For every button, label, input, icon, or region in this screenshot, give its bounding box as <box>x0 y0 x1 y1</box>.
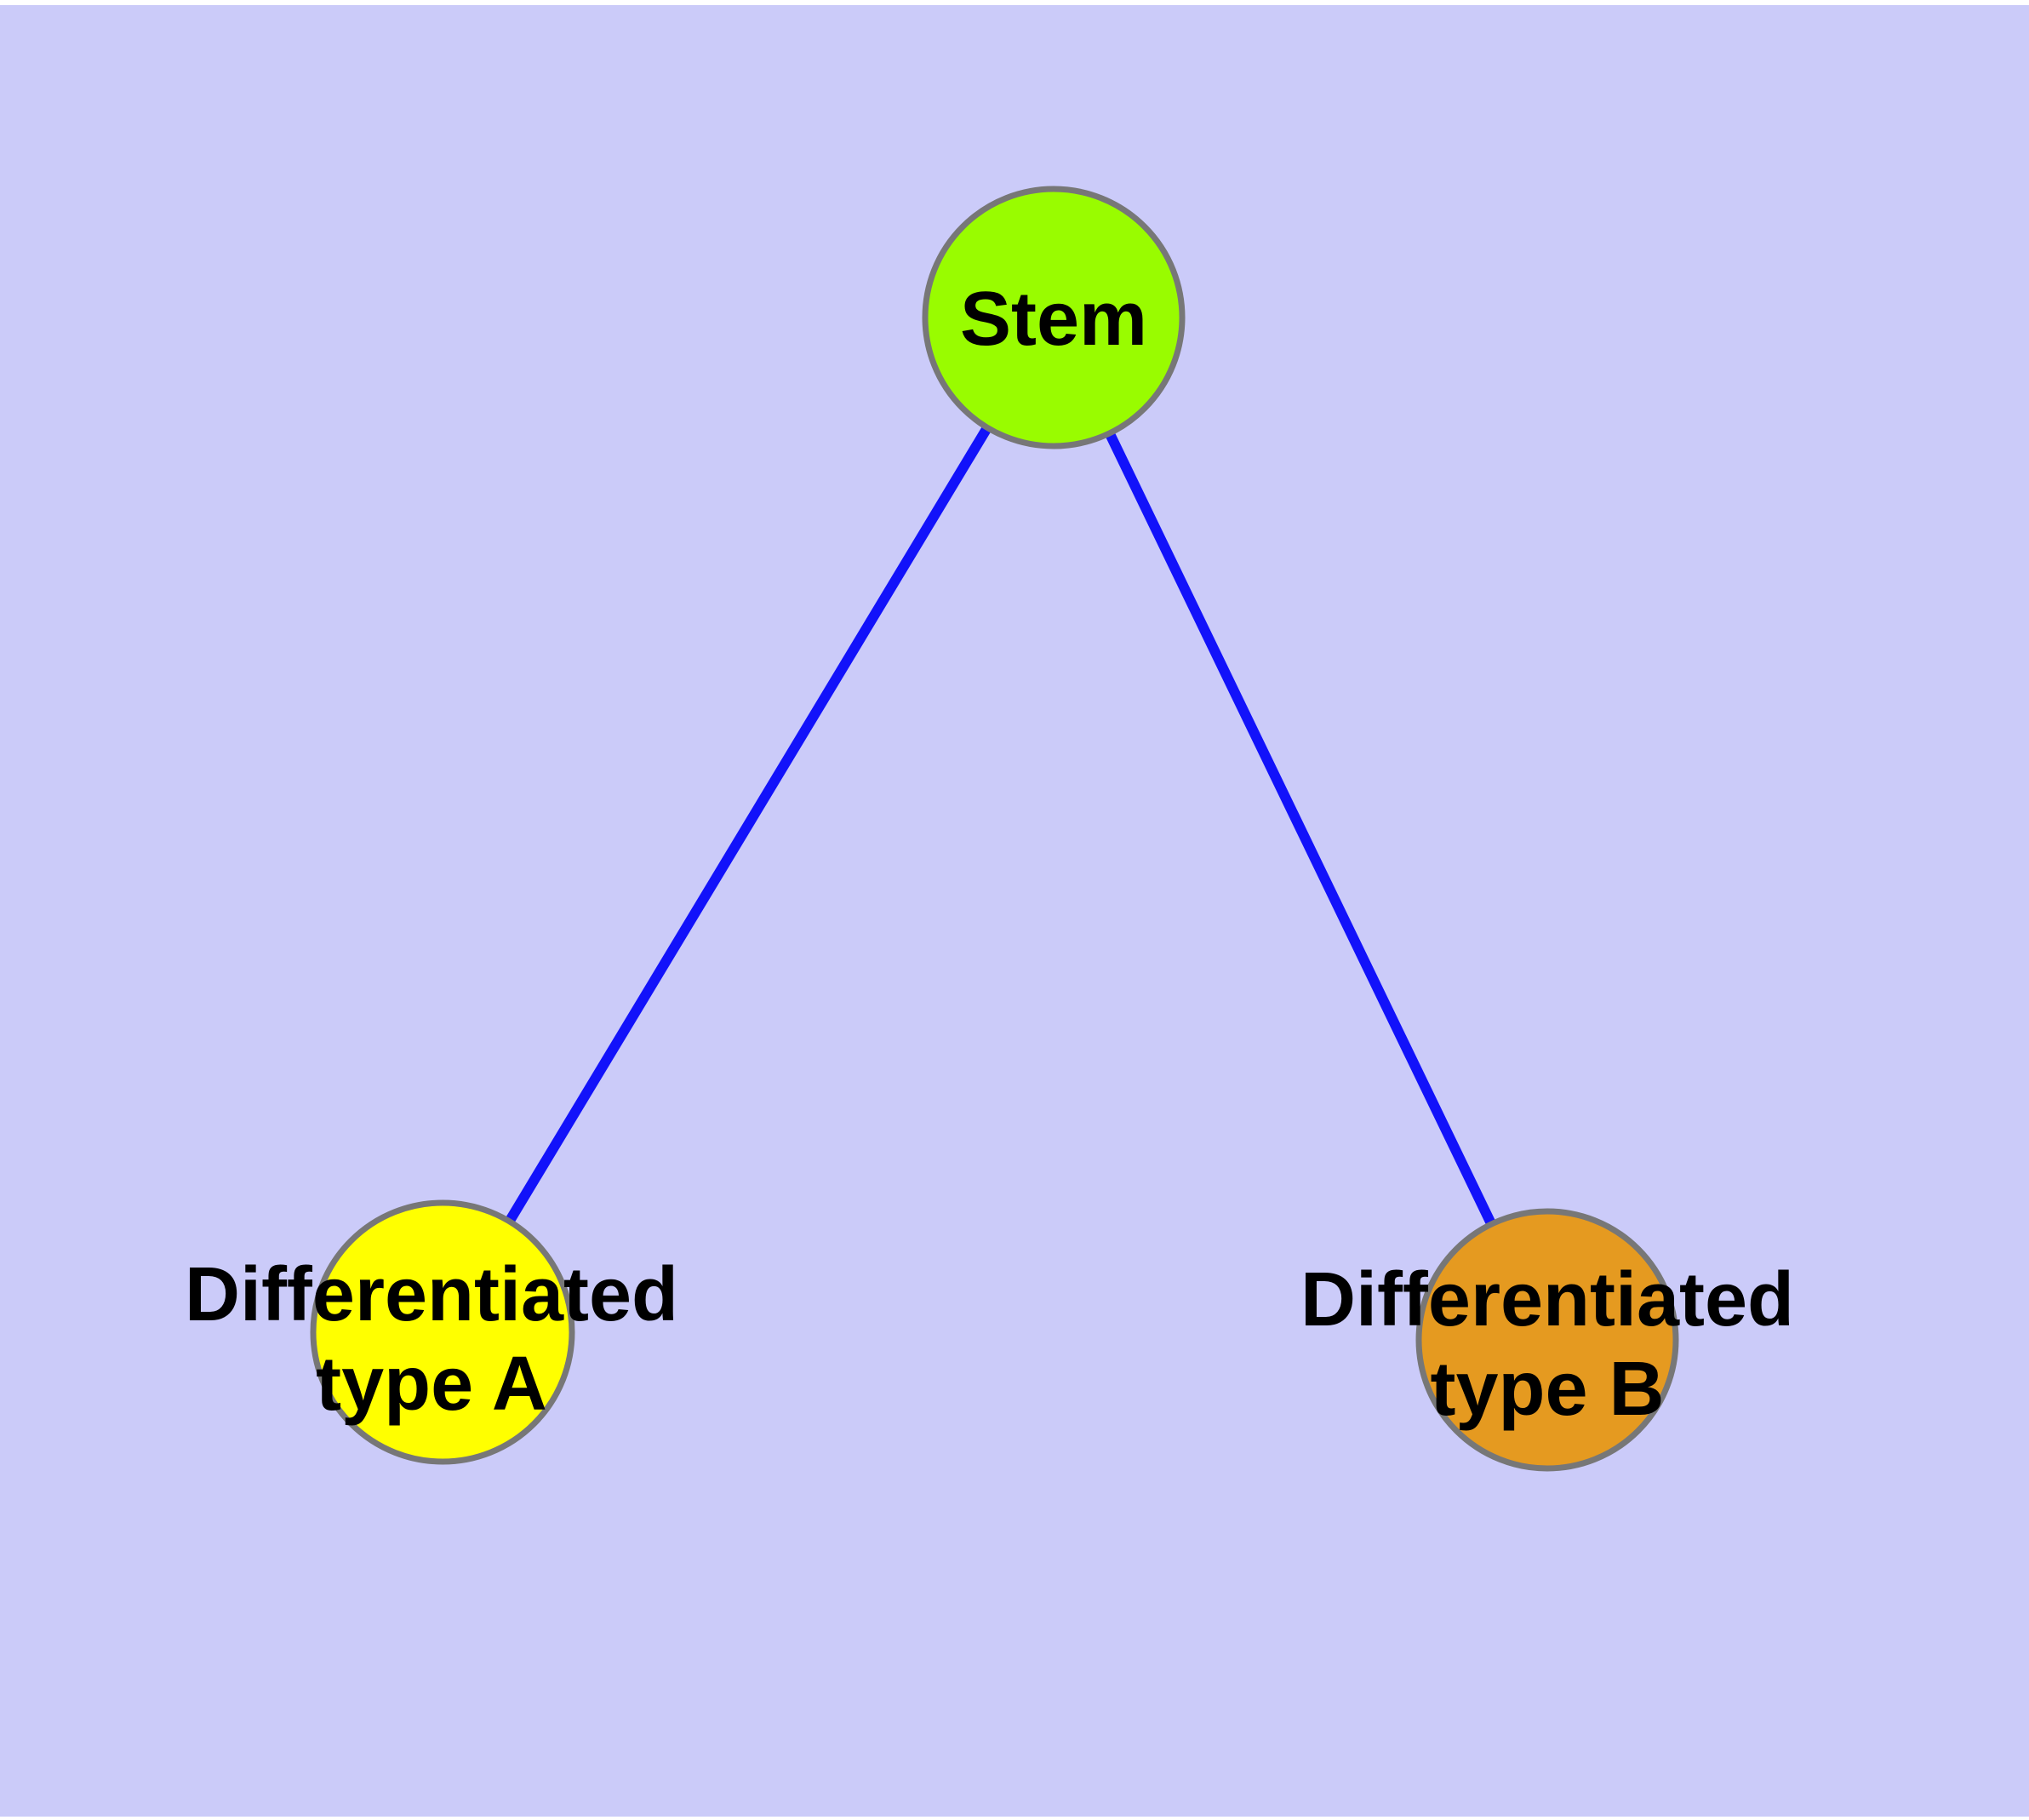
edge-stem-to-type-b <box>1049 315 1552 1342</box>
edge-stem-to-type-a <box>437 314 1059 1336</box>
differentiated-type-b-label-line1: Differentiated <box>1300 1257 1794 1342</box>
stem-node-label: Stem <box>960 277 1147 362</box>
differentiated-type-a-node <box>310 1199 575 1465</box>
differentiated-type-b-label-line2: type B <box>1430 1347 1664 1432</box>
stem-node <box>922 186 1186 449</box>
differentiated-type-b-node <box>1415 1208 1679 1472</box>
differentiated-type-a-label-line1: Differentiated <box>185 1252 678 1337</box>
differentiated-type-a-label-line2: type A <box>316 1342 547 1427</box>
